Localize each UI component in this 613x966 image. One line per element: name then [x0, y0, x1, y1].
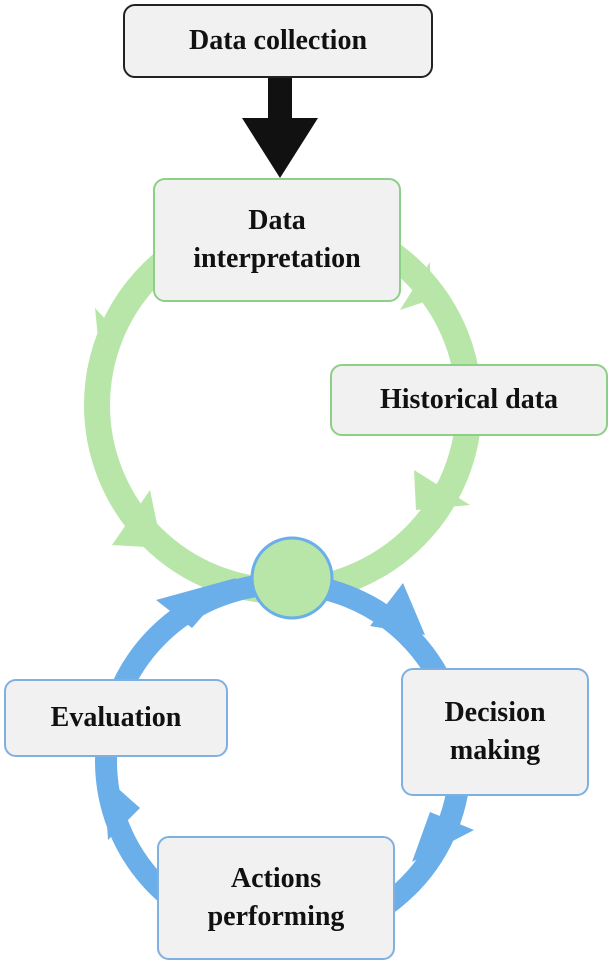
evaluation-label: Evaluation: [50, 702, 182, 733]
decision-making-label-line1: Decision: [444, 697, 546, 728]
data-interpretation-label-line1: Data: [248, 205, 306, 236]
down-arrow-head: [242, 118, 318, 178]
blue-arrowhead-top-right: [370, 583, 425, 635]
data-collection-label: Data collection: [188, 25, 368, 56]
data-collection-box: Data collection: [123, 4, 433, 78]
decision-making-box: Decision making: [401, 668, 589, 796]
evaluation-box: Evaluation: [4, 679, 228, 757]
decision-making-label-line2: making: [449, 735, 541, 766]
green-arrowhead-lower-right: [414, 470, 470, 510]
data-interpretation-box: Data interpretation: [153, 178, 401, 302]
historical-data-label: Historical data: [379, 384, 559, 415]
actions-performing-label-line1: Actions: [230, 863, 322, 894]
data-interpretation-label-line2: interpretation: [193, 243, 361, 274]
green-arrowhead-upper-right: [400, 262, 430, 310]
blue-arrowhead-lower-right: [412, 812, 474, 862]
actions-performing-box: Actions performing: [157, 836, 395, 960]
historical-data-box: Historical data: [330, 364, 608, 436]
blue-arrowhead-left: [104, 776, 140, 840]
blue-arrowhead-top-left: [156, 578, 236, 628]
actions-performing-label-line2: performing: [207, 901, 345, 932]
green-arrowhead-lower-left: [112, 490, 162, 548]
green-arrowhead-upper-left: [95, 308, 121, 348]
center-junction-circle: [250, 536, 334, 620]
